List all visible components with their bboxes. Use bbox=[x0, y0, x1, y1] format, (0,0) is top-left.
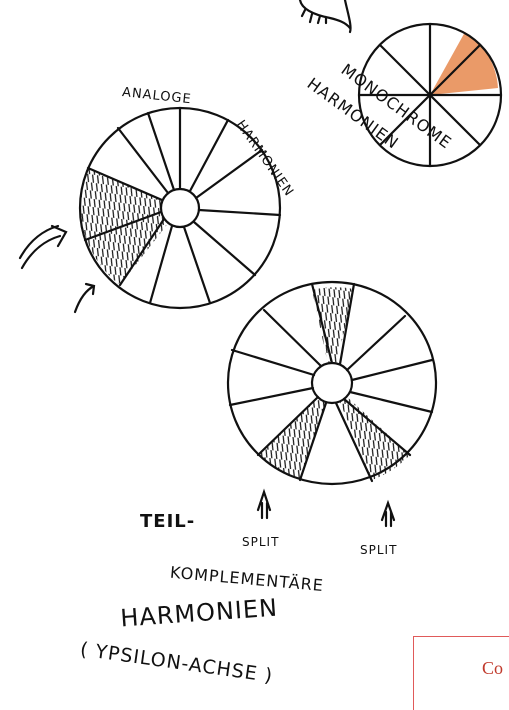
harmonien-analog-label: HARMONIEN bbox=[233, 118, 297, 200]
split-arrow-right-icon bbox=[382, 503, 394, 526]
harmonien-teil-label: HARMONIEN bbox=[119, 594, 278, 633]
split-arrow-left-icon bbox=[258, 492, 270, 518]
curved-arrow-icon bbox=[20, 226, 66, 268]
analoge-label: ANALOGE bbox=[121, 85, 192, 107]
komplementare-label: KOMPLEMENTÄRE bbox=[169, 563, 324, 595]
corner-text: Co bbox=[482, 658, 503, 679]
small-arrow-icon bbox=[75, 284, 94, 312]
ypsilon-label: ( YPSILON-ACHSE ) bbox=[79, 638, 275, 687]
teil-komplementaer-wheel bbox=[228, 282, 436, 484]
split-left-label: SPLIT bbox=[242, 535, 279, 549]
split-right-label: SPLIT bbox=[360, 543, 397, 557]
hand-sketch bbox=[300, 0, 351, 32]
teil-label: TEIL- bbox=[140, 511, 195, 532]
